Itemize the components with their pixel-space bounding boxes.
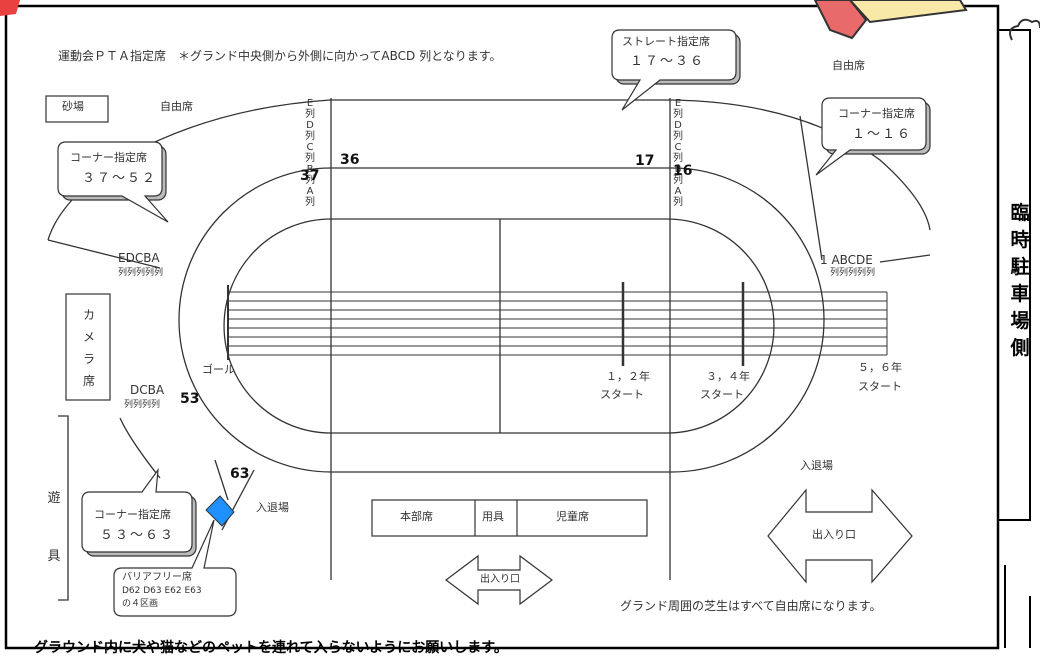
- corner-left-top-range: ３７～５２: [82, 171, 158, 186]
- seat-number-63: 63: [230, 466, 250, 482]
- start-56-label: ５，６年: [858, 361, 902, 374]
- sidebar-frame: [998, 29, 1031, 521]
- outer-oval: [178, 167, 825, 473]
- megaphone-icon: [813, 0, 968, 40]
- corner-tab: [0, 0, 20, 16]
- goal-label: ゴール: [202, 363, 235, 376]
- honbu-label: 本部席: [400, 510, 433, 523]
- diagram-title: 運動会ＰＴＡ指定席 ＊グランド中央側から外側に向かってABCD 列となります。: [58, 49, 502, 63]
- exit-center-label: 出入り口: [480, 574, 520, 585]
- rows-left-low: DCBA: [130, 383, 165, 397]
- yougu-label: 用具: [482, 510, 504, 523]
- camera-box: [65, 293, 111, 401]
- start-12-label: １，２年: [606, 370, 650, 383]
- free-seat-top-right: 自由席: [832, 59, 865, 72]
- rows-left-low-sub: 列列列列: [124, 400, 161, 410]
- corner-left-top-title: コーナー指定席: [70, 151, 147, 164]
- seat-number-16: 16: [673, 163, 693, 179]
- camera-seat-label: カメラ席: [82, 308, 95, 388]
- parking-side-label: 臨時駐車場側: [1010, 202, 1030, 359]
- pet-notice: グラウンド内に犬や猫などのペットを連れて入らないようにお願いします。: [34, 640, 508, 656]
- diagram-frame: [4, 4, 1000, 650]
- callout-corner-left-bottom: [81, 467, 193, 553]
- barrier-free-detail2: の４区画: [122, 599, 159, 609]
- seat-number-37: 37: [300, 168, 320, 184]
- entrance-right: 入退場: [800, 459, 833, 472]
- callout-corner-right: [815, 97, 927, 176]
- start-12-sub: スタート: [600, 388, 644, 401]
- seat-number-36: 36: [340, 152, 360, 168]
- straight-callout-title: ストレート指定席: [622, 35, 710, 48]
- callout-barrier-free: [113, 519, 237, 617]
- corner-right-range: １～１６: [852, 127, 913, 142]
- rows-left-mid-sub: 列列列列列: [118, 268, 164, 278]
- start-34-label: ３，４年: [706, 370, 750, 383]
- barrier-free-title: バリアフリー席: [122, 572, 192, 583]
- exit-right-label: 出入り口: [812, 528, 856, 541]
- corner-right-title: コーナー指定席: [838, 107, 915, 120]
- playground-label: 遊具: [47, 491, 61, 564]
- free-seat-left: 自由席: [160, 100, 193, 113]
- seat-number-17: 17: [635, 153, 655, 169]
- start-56-sub: スタート: [858, 380, 902, 393]
- barrier-free-detail: D62 D63 E62 E63: [122, 586, 202, 596]
- sunaba-box: [45, 95, 109, 123]
- track-lanes: [227, 282, 888, 366]
- barrier-free-area: [205, 495, 235, 527]
- rows-right-mid: 1 ABCDE: [820, 253, 873, 267]
- rows-right-mid-sub: 列列列列列: [830, 268, 876, 278]
- honbu-box: [371, 499, 648, 537]
- seat-number-53: 53: [180, 391, 200, 407]
- start-34-sub: スタート: [700, 388, 744, 401]
- jidou-label: 児童席: [556, 510, 589, 523]
- callout-straight: [611, 29, 737, 111]
- lawn-note: グランド周囲の芝生はすべて自由席になります。: [620, 599, 882, 613]
- sunaba-label: 砂場: [62, 100, 84, 113]
- exit-arrow-center: [445, 554, 553, 606]
- rows-left-mid: EDCBA: [118, 251, 160, 265]
- straight-callout-range: １７～３６: [630, 54, 706, 69]
- corner-left-bottom-range: ５３～６３: [100, 528, 176, 543]
- entrance-left: 入退場: [256, 501, 289, 514]
- inner-oval: [223, 218, 775, 434]
- callout-corner-left-top: [57, 141, 169, 223]
- cloud-icon: [1009, 18, 1040, 41]
- exit-arrow-right: [767, 488, 913, 584]
- corner-left-bottom-title: コーナー指定席: [94, 508, 171, 521]
